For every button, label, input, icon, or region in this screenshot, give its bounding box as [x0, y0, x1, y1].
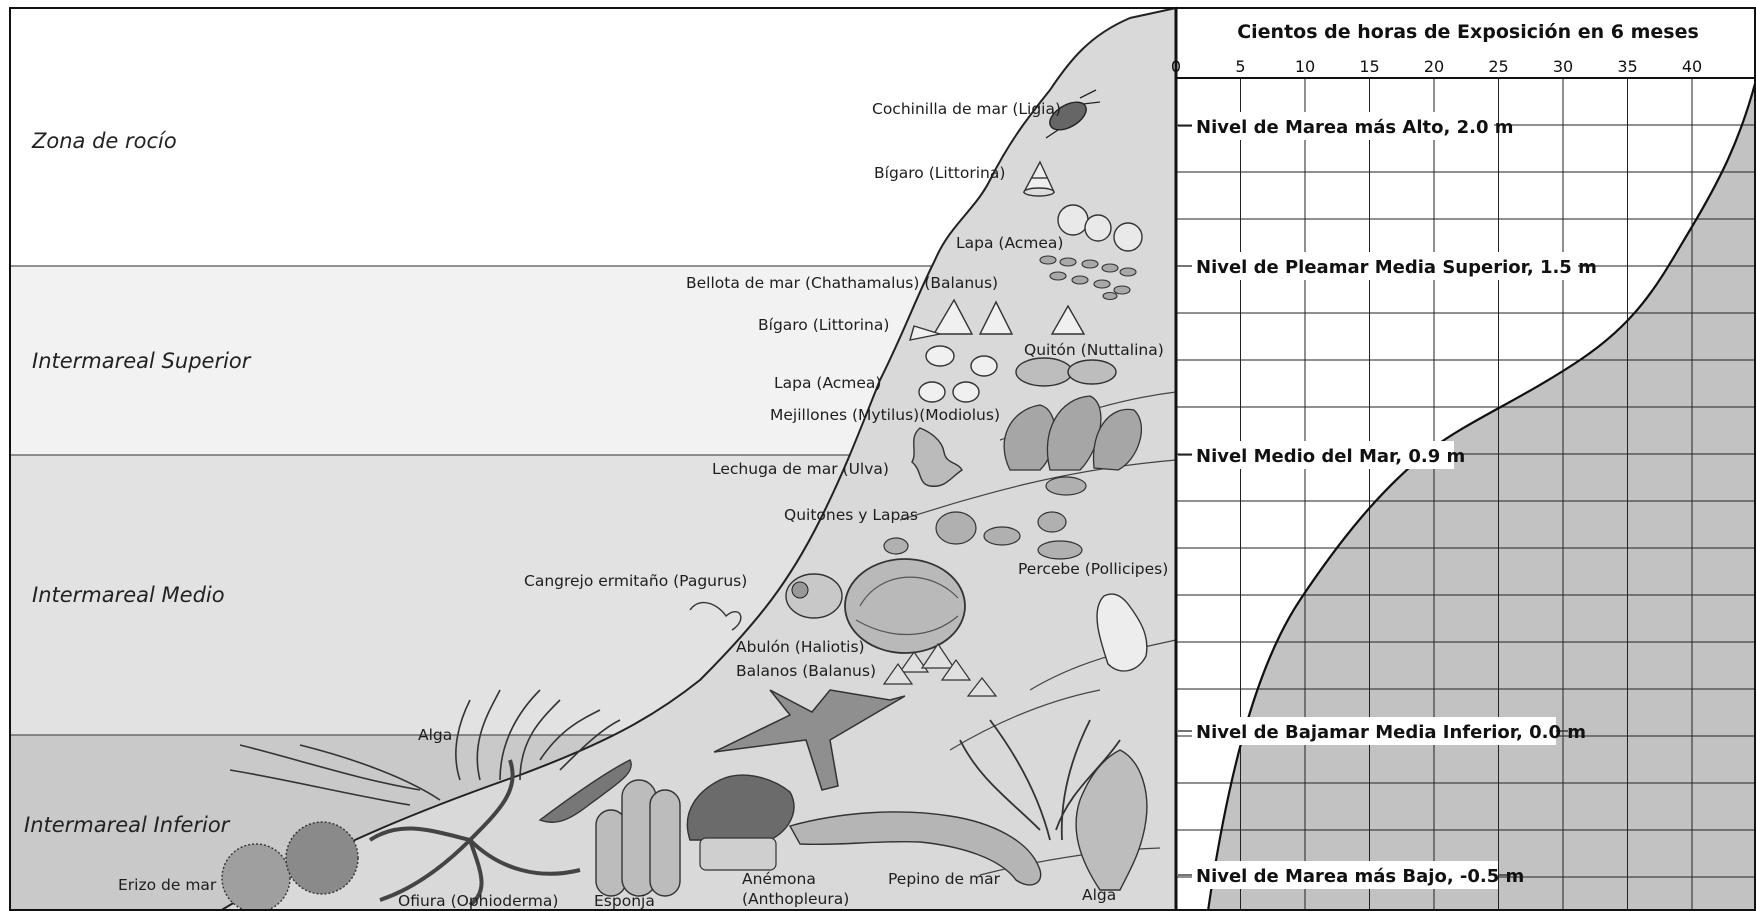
- tide-level-highest: Nivel de Marea más Alto, 2.0 m: [1178, 112, 1514, 140]
- zone-label-middle: Intermareal Medio: [32, 583, 225, 607]
- exposure-chart: 0 5 10 15 20 25 30 35 40 Cientos de horas de Exp…: [1171, 8, 1756, 911]
- label-percebe: Percebe (Pollicipes): [1018, 560, 1168, 578]
- tide-level-mean-sea-label: Nivel Medio del Mar, 0.9 m: [1196, 446, 1465, 467]
- label-anthopleura: (Anthopleura): [742, 890, 849, 908]
- tide-level-mean-low: Nivel de Bajamar Media Inferior, 0.0 m: [1178, 717, 1586, 745]
- label-lapa-2: Lapa (Acmea): [774, 374, 881, 392]
- tick-label-40: 40: [1682, 57, 1702, 76]
- label-alga-2: Alga: [1082, 886, 1116, 904]
- tick-label-20: 20: [1424, 57, 1444, 76]
- label-ofiura: Ofiura (Ophioderma): [398, 892, 558, 910]
- tide-level-lowest: Nivel de Marea más Bajo, -0.5 m: [1178, 861, 1524, 889]
- label-cangrejo: Cangrejo ermitaño (Pagurus): [524, 572, 747, 590]
- zone-label-spray: Zona de rocío: [31, 129, 177, 153]
- label-balanos: Balanos (Balanus): [736, 662, 876, 680]
- chart-title: Cientos de horas de Exposición en 6 mese…: [1237, 21, 1699, 43]
- label-bigaro-2: Bígaro (Littorina): [758, 316, 889, 334]
- label-alga-1: Alga: [418, 726, 452, 744]
- tide-level-mean-sea: Nivel Medio del Mar, 0.9 m: [1178, 441, 1465, 469]
- tide-level-highest-label: Nivel de Marea más Alto, 2.0 m: [1196, 117, 1514, 138]
- tide-level-mean-high-label: Nivel de Pleamar Media Superior, 1.5 m: [1196, 257, 1597, 278]
- label-bigaro-1: Bígaro (Littorina): [874, 164, 1005, 182]
- zone-label-upper: Intermareal Superior: [32, 349, 252, 373]
- tick-label-15: 15: [1359, 57, 1379, 76]
- label-mejillones: Mejillones (Mytilus)(Modiolus): [770, 406, 1000, 424]
- label-lapa-1: Lapa (Acmea): [956, 234, 1063, 252]
- label-cochinilla: Cochinilla de mar (Ligia): [872, 100, 1061, 118]
- tick-label-35: 35: [1617, 57, 1637, 76]
- tick-label-0: 0: [1171, 57, 1181, 76]
- tide-level-mean-high: Nivel de Pleamar Media Superior, 1.5 m: [1178, 252, 1597, 280]
- label-lechuga: Lechuga de mar (Ulva): [712, 460, 889, 478]
- tick-label-5: 5: [1235, 57, 1245, 76]
- tick-label-25: 25: [1488, 57, 1508, 76]
- label-bellota: Bellota de mar (Chathamalus) (Balanus): [686, 274, 998, 292]
- label-abulon: Abulón (Haliotis): [736, 638, 865, 656]
- label-esponja: Esponja: [594, 892, 655, 910]
- tick-label-10: 10: [1295, 57, 1315, 76]
- tide-level-mean-low-label: Nivel de Bajamar Media Inferior, 0.0 m: [1196, 722, 1586, 743]
- tide-level-lowest-label: Nivel de Marea más Bajo, -0.5 m: [1196, 866, 1524, 887]
- tick-label-30: 30: [1553, 57, 1573, 76]
- label-anemona: Anémona: [742, 870, 816, 888]
- zone-label-lower: Intermareal Inferior: [24, 813, 231, 837]
- label-quitones-lapas: Quitones y Lapas: [784, 506, 918, 524]
- label-pepino: Pepino de mar: [888, 870, 1001, 888]
- label-quiton: Quitón (Nuttalina): [1024, 341, 1164, 359]
- label-erizo: Erizo de mar: [118, 876, 217, 894]
